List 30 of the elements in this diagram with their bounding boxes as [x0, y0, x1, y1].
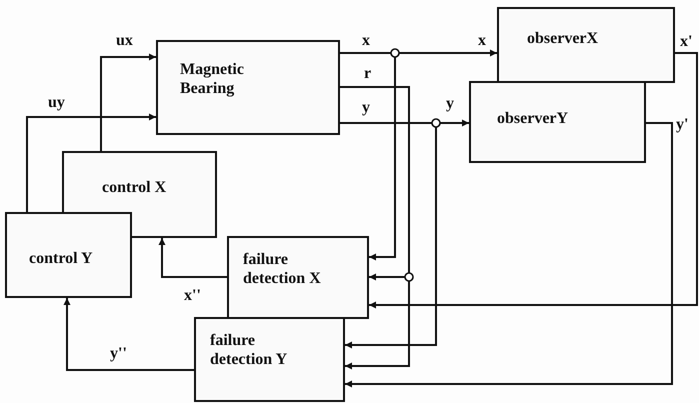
block-label: control X	[102, 178, 168, 198]
edge-label: y'	[676, 117, 688, 133]
arrow	[26, 114, 156, 212]
block-box	[194, 317, 345, 402]
block-label: Magnetic Bearing	[180, 60, 245, 98]
block-label: failure detection X	[243, 250, 322, 288]
block-label: failure detection Y	[210, 331, 288, 370]
block-box	[227, 236, 369, 319]
arrow	[369, 52, 698, 308]
block-label: observerX	[527, 29, 600, 48]
arrow	[345, 122, 673, 388]
block-label: control Y	[29, 249, 94, 268]
edge-label: y	[362, 100, 370, 116]
edge-label: x'	[680, 34, 692, 50]
edge-label: uy	[48, 95, 65, 111]
edge-label: y''	[110, 346, 127, 362]
edge-label: x''	[184, 288, 201, 304]
block-box	[5, 212, 132, 298]
edge-label: r	[364, 66, 372, 82]
block-box	[156, 40, 340, 135]
arrow	[158, 238, 227, 278]
arrow	[100, 54, 156, 151]
arrow	[64, 298, 194, 371]
block-box	[497, 7, 675, 83]
edge-label: ux	[116, 33, 133, 49]
signal-label: x	[478, 33, 486, 49]
edge-label: x	[362, 33, 370, 49]
signal-label: y	[446, 96, 454, 112]
block-box	[469, 81, 646, 163]
block-label: observerY	[497, 109, 570, 128]
